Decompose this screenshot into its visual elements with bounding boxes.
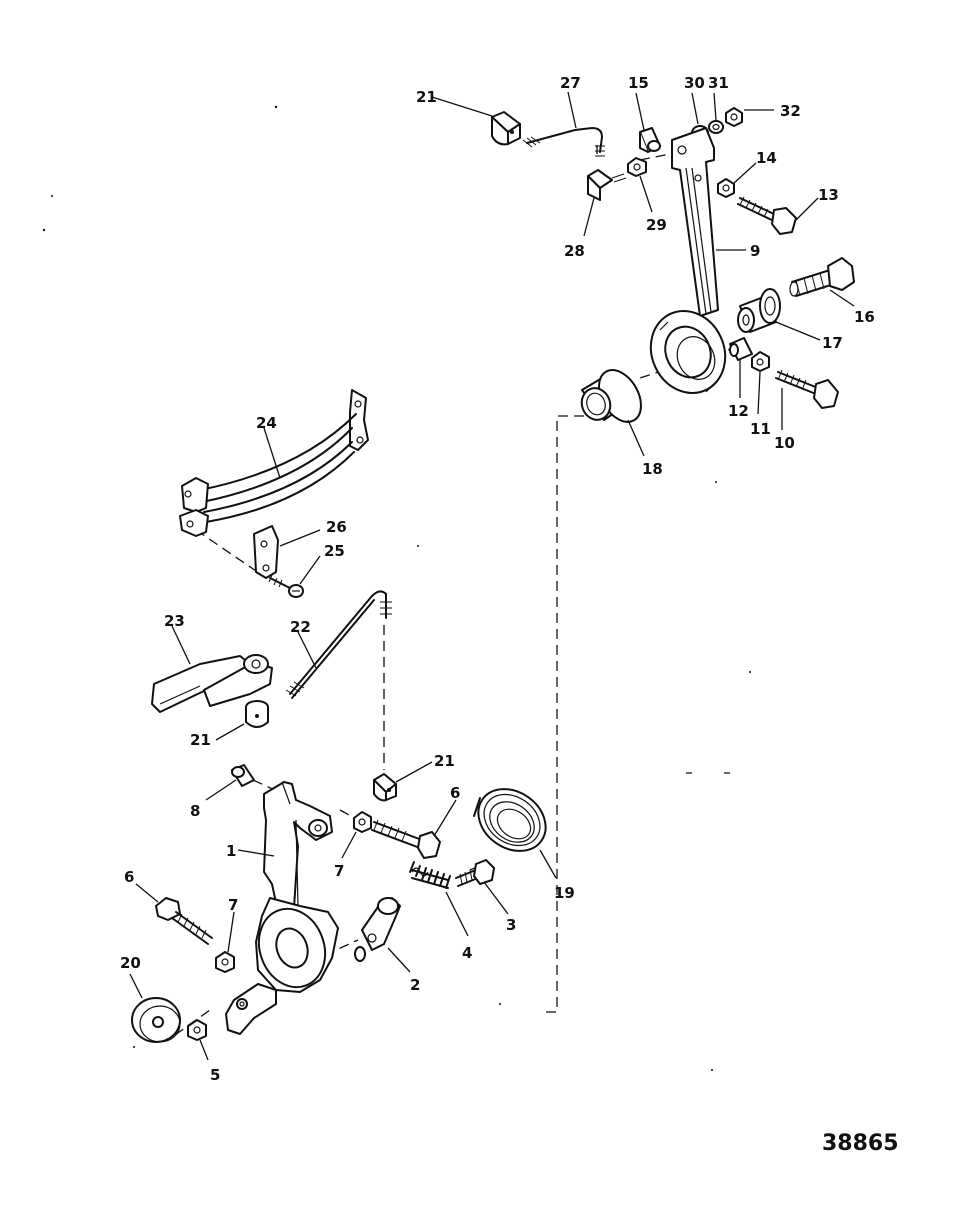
part-8-pin (231, 764, 255, 787)
callout-10: 10 (774, 434, 795, 452)
callout-11: 11 (750, 420, 771, 438)
part-32-nut (725, 107, 743, 127)
part-21-middle (245, 700, 269, 728)
part-1-throttle-arm (225, 781, 339, 1035)
callout-18: 18 (642, 460, 663, 478)
part-22-link-rod (285, 590, 392, 699)
part-26-plate (253, 525, 279, 579)
callout-24: 24 (256, 414, 277, 432)
figure-number: 38865 (822, 1131, 899, 1156)
callout-26: 26 (326, 518, 347, 536)
callout-3: 3 (506, 916, 516, 934)
part-17-bushing (737, 288, 781, 333)
part-4-spring (409, 861, 451, 889)
part-23-lever (151, 654, 273, 713)
part-14-nut (717, 178, 735, 198)
callout-21: 21 (416, 88, 437, 106)
callout-12: 12 (728, 402, 749, 420)
part-7-nut-lower (215, 951, 235, 973)
callout-2: 2 (410, 976, 420, 994)
part-29-nut (627, 157, 647, 177)
callout-15: 15 (628, 74, 649, 92)
part-25-screw (268, 574, 304, 598)
part-19-spring (473, 788, 547, 852)
callout-7-lower: 7 (228, 896, 238, 914)
part-5-nut (187, 1019, 207, 1041)
callout-29: 29 (646, 216, 667, 234)
assembly-lines (174, 145, 741, 1036)
callout-17: 17 (822, 334, 843, 352)
part-6-bolt-lower (155, 897, 213, 945)
part-24-bracket (179, 389, 369, 537)
callout-8: 8 (190, 802, 200, 820)
callout-30: 30 (684, 74, 705, 92)
part-27-link-rod (522, 127, 605, 157)
part-9-arm (649, 127, 727, 394)
callout-25: 25 (324, 542, 345, 560)
part-12-spacer (729, 337, 753, 361)
part-10-bolt (775, 369, 839, 409)
callout-28: 28 (564, 242, 585, 260)
part-7-nut-upper (353, 811, 372, 833)
part-11-nut (751, 351, 770, 372)
callout-labels: 21 27 15 30 31 32 14 13 28 29 9 16 17 12… (120, 74, 875, 1084)
callout-20: 20 (120, 954, 141, 972)
callout-16: 16 (854, 308, 875, 326)
part-13-bolt (737, 196, 797, 235)
part-21-lower (373, 773, 397, 802)
callout-21-lower: 21 (434, 752, 455, 770)
leader-lines (129, 91, 855, 1061)
part-31-washer (708, 120, 724, 134)
callout-21-middle: 21 (190, 731, 211, 749)
part-21-top (491, 111, 521, 146)
part-20-washer (131, 997, 181, 1043)
callout-4: 4 (462, 944, 472, 962)
part-6-bolt-upper (371, 819, 441, 859)
callout-6-lower: 6 (124, 868, 134, 886)
callout-14: 14 (756, 149, 777, 167)
part-2-follower (354, 897, 401, 962)
part-18-bushing (580, 369, 642, 423)
part-15-bushing (639, 127, 661, 153)
part-28-swivel (587, 169, 627, 201)
callout-23: 23 (164, 612, 185, 630)
stray-marks (42, 105, 751, 1071)
part-3-screw (455, 859, 495, 887)
callout-22: 22 (290, 618, 311, 636)
callout-27: 27 (560, 74, 581, 92)
callout-19: 19 (554, 884, 575, 902)
callout-7-upper: 7 (334, 862, 344, 880)
part-16-bolt (789, 257, 855, 297)
callout-32: 32 (780, 102, 801, 120)
callout-9: 9 (750, 242, 760, 260)
callout-1: 1 (226, 842, 236, 860)
callout-31: 31 (708, 74, 729, 92)
callout-13: 13 (818, 186, 839, 204)
callout-6-upper: 6 (450, 784, 460, 802)
callout-5: 5 (210, 1066, 220, 1084)
